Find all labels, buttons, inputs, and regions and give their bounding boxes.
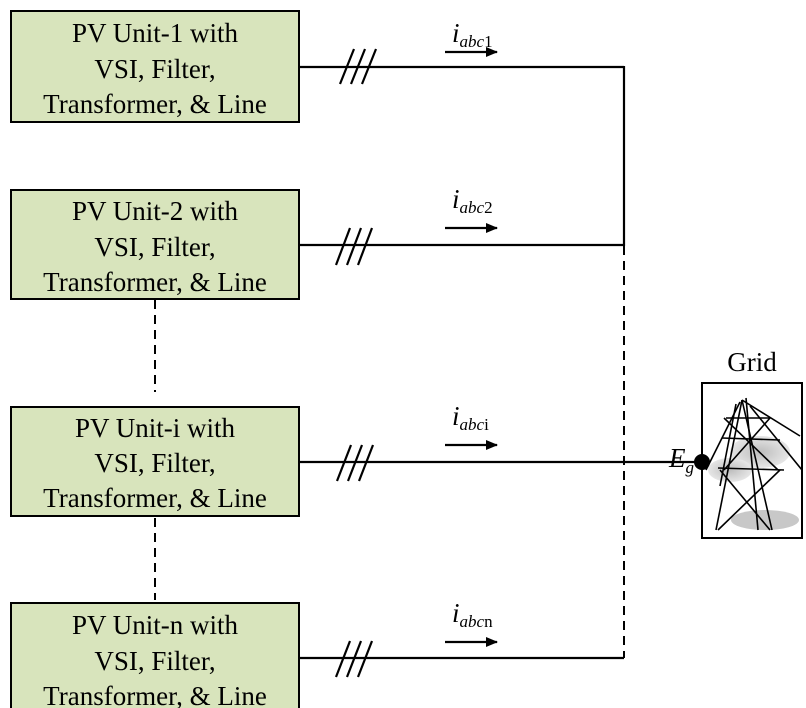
pv-unit-1-line-2: VSI, Filter, xyxy=(94,54,215,84)
pv-unit-i: PV Unit-i with VSI, Filter, Transformer,… xyxy=(10,406,300,517)
three-phase-mark-n xyxy=(334,640,374,678)
three-phase-mark-i xyxy=(335,444,375,482)
pv-unit-1-line-3: Transformer, & Line xyxy=(43,89,267,119)
three-phase-mark-1 xyxy=(338,48,378,85)
transmission-tower-icon xyxy=(705,397,803,531)
grid-connection-node xyxy=(694,454,710,470)
pv-unit-n-line-2: VSI, Filter, xyxy=(94,646,215,676)
current-label-i: iabci xyxy=(452,401,489,434)
pv-unit-n-box xyxy=(10,602,300,708)
pv-unit-n-line-3: Transformer, & Line xyxy=(43,681,267,708)
pv-unit-2-box xyxy=(10,189,300,300)
pv-unit-2-line-3: Transformer, & Line xyxy=(43,267,267,297)
pv-unit-i-line-1: PV Unit-i with xyxy=(75,413,236,443)
pv-unit-n-line-1: PV Unit-n with xyxy=(72,610,239,640)
current-label-2: iabc2 xyxy=(452,184,493,217)
pv-unit-i-box xyxy=(10,406,300,517)
current-label-n: iabcn xyxy=(452,598,493,631)
grid-label: Grid xyxy=(727,347,777,377)
pv-unit-1: PV Unit-1 with VSI, Filter, Transformer,… xyxy=(10,10,300,123)
pv-unit-1-box xyxy=(10,10,300,123)
pv-unit-i-line-3: Transformer, & Line xyxy=(43,483,267,513)
pv-unit-2-line-1: PV Unit-2 with xyxy=(72,196,239,226)
pv-unit-i-line-2: VSI, Filter, xyxy=(94,448,215,478)
pv-unit-2: PV Unit-2 with VSI, Filter, Transformer,… xyxy=(10,189,300,300)
grid-voltage-label: Eg xyxy=(668,443,694,477)
three-phase-mark-2 xyxy=(334,227,374,266)
pv-unit-n: PV Unit-n with VSI, Filter, Transformer,… xyxy=(10,602,300,708)
current-label-1: iabc1 xyxy=(452,18,493,51)
pv-unit-2-line-2: VSI, Filter, xyxy=(94,232,215,262)
pv-unit-1-line-1: PV Unit-1 with xyxy=(72,18,239,48)
